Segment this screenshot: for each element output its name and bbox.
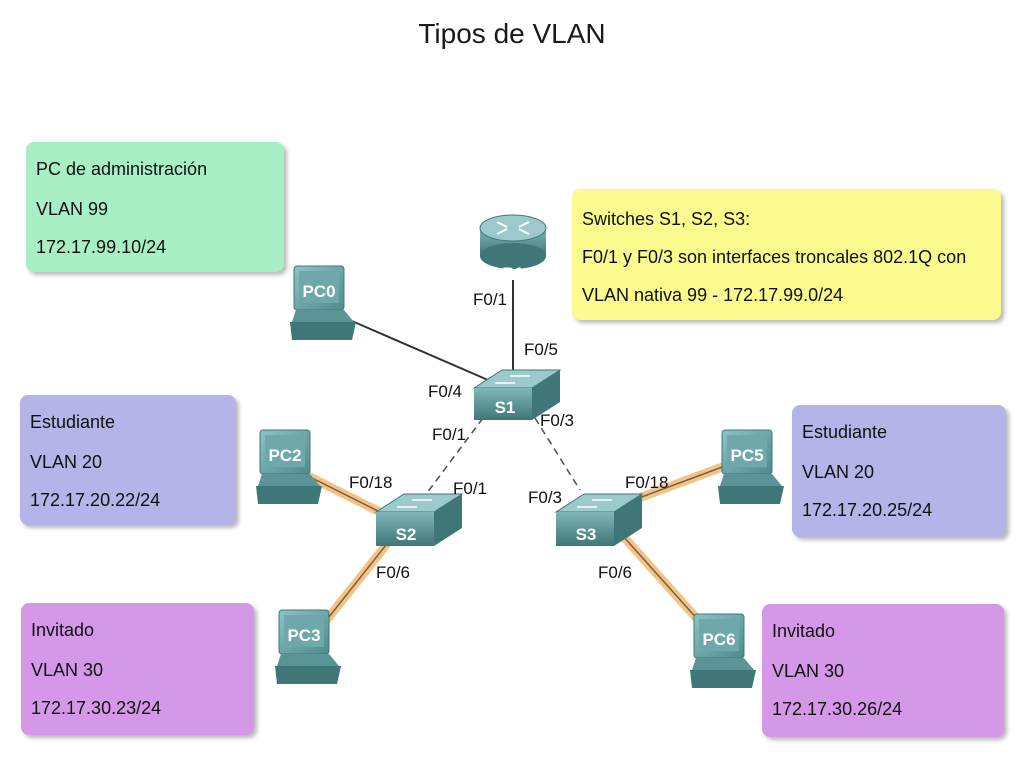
info-box-switches: Switches S1, S2, S3: F0/1 y F0/3 son int… — [572, 189, 1001, 320]
box-ip: 172.17.30.26/24 — [772, 699, 903, 719]
box-vlan: VLAN 99 — [36, 199, 109, 219]
switch-s3-label: S3 — [576, 525, 597, 544]
box-vlan: VLAN 30 — [31, 660, 104, 680]
box-ip: 172.17.20.25/24 — [802, 500, 933, 520]
pc6-label: PC6 — [702, 630, 735, 649]
port-s2-f018: F0/18 — [349, 473, 392, 492]
switch-arrows-icon — [577, 499, 612, 508]
link-pc6-s3-core — [621, 534, 701, 623]
box-vlan: VLAN 20 — [30, 452, 103, 472]
port-s1-f01: F0/1 — [432, 425, 466, 444]
info-box-guest-right: Invitado VLAN 30 172.17.30.26/24 — [762, 604, 1004, 737]
info-box-admin-pc: PC de administración VLAN 99 172.17.99.1… — [26, 142, 284, 272]
port-labels: F0/1 F0/5 F0/4 F0/1 F0/3 F0/18 F0/1 F0/6… — [349, 290, 668, 582]
port-s3-f03: F0/3 — [528, 488, 562, 507]
box-heading: PC de administración — [36, 159, 208, 179]
box-trunk-info: F0/1 y F0/3 son interfaces troncales 802… — [582, 247, 967, 267]
trunk-s1-s3 — [534, 417, 581, 491]
switch-arrows-icon — [397, 499, 432, 508]
trunk-s1-s2 — [423, 417, 484, 498]
box-heading: Invitado — [31, 620, 95, 640]
box-heading: Estudiante — [802, 422, 888, 442]
info-box-guest-left: Invitado VLAN 30 172.17.30.23/24 — [21, 603, 254, 735]
box-ip: 172.17.20.22/24 — [30, 490, 161, 510]
pc0-label: PC0 — [302, 282, 335, 301]
port-s2-f06: F0/6 — [376, 563, 410, 582]
switch-s2[interactable]: S2 — [374, 493, 464, 546]
box-heading: Invitado — [772, 621, 836, 641]
switch-arrows-icon — [495, 375, 530, 384]
box-ip: 172.17.99.10/24 — [36, 237, 167, 257]
port-s1-f03: F0/3 — [540, 411, 574, 430]
box-vlan: VLAN 20 — [802, 462, 875, 482]
info-box-student-right: Estudiante VLAN 20 172.17.20.25/24 — [792, 405, 1006, 537]
box-ip: 172.17.30.23/24 — [31, 698, 162, 718]
pc-pc5[interactable]: PC5 — [718, 429, 784, 504]
box-vlan: VLAN 30 — [772, 661, 845, 681]
box-heading: Estudiante — [30, 412, 116, 432]
router-r1[interactable]: R1 — [479, 214, 547, 283]
pc-pc0[interactable]: PC0 — [290, 265, 356, 340]
box-heading: Switches S1, S2, S3: — [582, 209, 751, 229]
port-r1-f01: F0/1 — [473, 290, 507, 309]
pc-pc2[interactable]: PC2 — [256, 429, 322, 504]
switch-s3[interactable]: S3 — [554, 493, 644, 546]
link-pc0-s1 — [344, 317, 489, 381]
pc-pc6[interactable]: PC6 — [690, 613, 756, 688]
pc5-label: PC5 — [730, 446, 763, 465]
switch-s1[interactable]: S1 — [472, 369, 562, 420]
switch-s1-label: S1 — [495, 398, 516, 417]
port-s3-f018: F0/18 — [625, 473, 668, 492]
port-s1-f04: F0/4 — [428, 382, 462, 401]
router-arrows-icon — [496, 221, 530, 235]
router-label: R1 — [502, 264, 524, 283]
link-pc3-s2-core — [324, 539, 391, 623]
link-pc2-s2-core — [299, 471, 391, 518]
box-native-vlan: VLAN nativa 99 - 172.17.99.0/24 — [582, 285, 844, 305]
port-s1-f05: F0/5 — [524, 340, 558, 359]
info-box-student-left: Estudiante VLAN 20 172.17.20.22/24 — [20, 395, 236, 525]
pc3-label: PC3 — [287, 626, 320, 645]
diagram-title: Tipos de VLAN — [418, 18, 606, 49]
port-s3-f06: F0/6 — [598, 563, 632, 582]
switch-s2-label: S2 — [396, 525, 417, 544]
port-s2-f01: F0/1 — [453, 479, 487, 498]
pc-pc3[interactable]: PC3 — [275, 609, 341, 684]
pc2-label: PC2 — [268, 446, 301, 465]
